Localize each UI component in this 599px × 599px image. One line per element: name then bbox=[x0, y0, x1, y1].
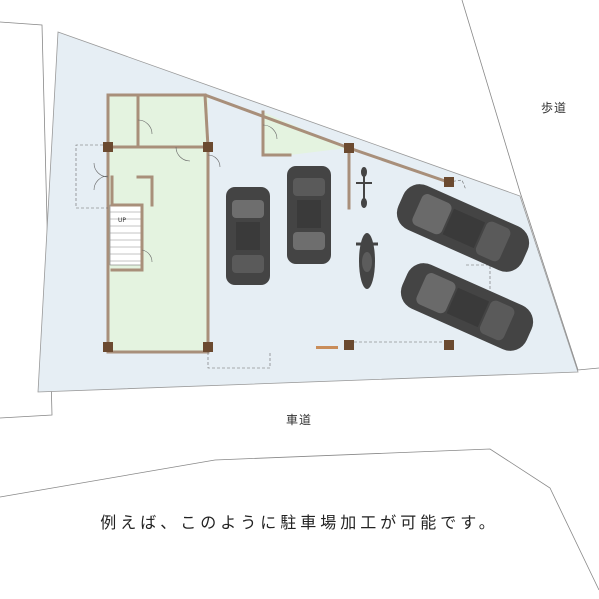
stairs: UP bbox=[109, 204, 143, 266]
road-label: 車道 bbox=[286, 413, 313, 427]
compact-car-1 bbox=[226, 187, 270, 285]
large-car-2 bbox=[400, 263, 534, 351]
compact-car-2 bbox=[287, 166, 331, 264]
threshold bbox=[316, 346, 338, 349]
walls bbox=[106, 93, 450, 354]
lot-line-right bbox=[461, 0, 599, 371]
caption: 例えば、このように駐車場加工が可能です。 bbox=[100, 513, 499, 532]
lot-line-left bbox=[0, 21, 53, 419]
columns bbox=[103, 142, 454, 352]
large-car-1 bbox=[396, 184, 530, 272]
bicycle bbox=[356, 167, 372, 208]
door-swings bbox=[93, 119, 278, 263]
road-edge-line bbox=[0, 448, 599, 591]
sidewalk-label: 歩道 bbox=[541, 101, 568, 115]
stairs-up-label: UP bbox=[118, 217, 126, 224]
motorcycle bbox=[356, 233, 378, 289]
